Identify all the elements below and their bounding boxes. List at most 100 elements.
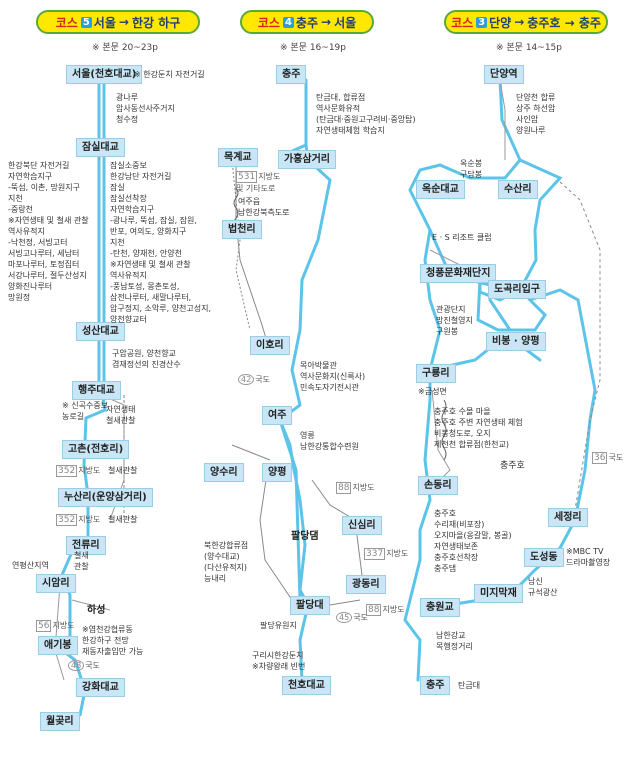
course-3-arrow: → xyxy=(514,15,525,29)
note-mbc: ※MBC TV 드라마촬영장 xyxy=(566,547,611,567)
note-tourist-complex: 관광단지 망진철영지 구원봉 xyxy=(436,305,473,336)
road-56-kind: 지방도 xyxy=(52,621,75,630)
node-sinsimri: 신심리 xyxy=(342,516,382,535)
course-4-ref: ※ 본문 16~19p xyxy=(280,43,346,53)
road-45-kind: 국도 xyxy=(353,613,368,622)
road-88-a-number: 88 xyxy=(336,482,352,494)
course-5-destination: 한강 하구 xyxy=(131,15,181,30)
node-bibong: 비봉 · 양평 xyxy=(486,332,546,351)
node-aegibong: 애기봉 xyxy=(38,636,78,655)
note-yeongneung: 영릉 남한강통합수련원 xyxy=(300,431,359,451)
note-geumseong: ※금성면 xyxy=(418,387,447,396)
course-5-number: 5 xyxy=(80,16,92,28)
note-bukhan-junction: 북한강합류점 (양수대교) (다산유적지) 능내리 xyxy=(204,541,249,583)
course-3-destination: 충주호 → 충주 xyxy=(527,15,601,30)
node-gumeongri: 구룡리 xyxy=(416,364,456,383)
note-submerged-village: 충주호 수몰 마을 충주호 주변 자연생태 체험 비봉청도로, 오지 제천천 합… xyxy=(434,407,523,449)
road-45-number: 45 xyxy=(336,612,353,623)
road-531-number: 531 xyxy=(236,171,258,183)
node-haseong: 하성 xyxy=(87,605,106,616)
lake-label: 충주호 xyxy=(500,461,525,471)
node-chungwongyo: 충원교 xyxy=(420,598,460,617)
node-gwangdong: 광동리 xyxy=(346,575,386,594)
node-seongsan: 성산대교 xyxy=(76,322,125,341)
node-doseong: 도성동 xyxy=(524,548,564,567)
road-531-kind: 지방도 xyxy=(258,172,281,181)
course-4-arrow: → xyxy=(321,15,332,29)
node-cheonho-end: 천호대교 xyxy=(282,676,331,695)
course-5-ref: ※ 본문 20~23p xyxy=(92,43,158,53)
node-wolgotri: 월곶리 xyxy=(40,712,80,731)
note-moka-museum: 목아박물관 역사문화지(신륵사) 민속도자기전시관 xyxy=(300,361,366,392)
note-hangang-bike: ※ 한강둔치 자전거길 xyxy=(134,70,205,79)
node-mijisan: 미지막재 xyxy=(474,584,523,603)
road-88-b-number: 88 xyxy=(366,604,382,616)
node-jeonryu: 전류리 xyxy=(66,536,106,555)
note-yeoju-road: 여주읍 남한강북측도로 xyxy=(238,197,290,217)
course-4-destination: 서울 xyxy=(334,15,357,30)
node-yeoju: 여주 xyxy=(262,406,293,425)
node-siamri: 시암리 xyxy=(36,574,76,593)
note-singok: ※ 신곡수중보 농로길 xyxy=(62,401,109,421)
note-bird-3: 철새 관찰 xyxy=(74,551,89,571)
node-jamsil: 잠실대교 xyxy=(76,138,125,157)
node-yangsu: 양수리 xyxy=(204,463,244,482)
note-eco-bird: 자연생태 철새관찰 xyxy=(106,405,136,425)
course-3-ref: ※ 본문 14~15p xyxy=(496,43,562,53)
node-beopcheon: 법천리 xyxy=(222,220,262,239)
road-337-kind: 지방도 xyxy=(386,549,409,558)
course-4-number: 4 xyxy=(282,16,294,28)
node-chungju-end: 충주 xyxy=(420,676,451,695)
road-352-a-kind: 지방도 xyxy=(78,466,101,475)
node-nuguri: 누산리(운양삼거리) xyxy=(58,488,153,507)
course-5-title: 코스 5 서울 → 한강 하구 xyxy=(36,10,200,34)
road-531-other: 및 기타도로 xyxy=(236,184,276,193)
note-danyangcheon: 단양천 합류 상주 하선암 사인암 양원나루 xyxy=(516,93,556,135)
road-352-a-number: 352 xyxy=(56,465,78,477)
node-sondongri: 손동리 xyxy=(418,476,458,495)
node-haengju: 행주대교 xyxy=(72,381,121,400)
road-48-kind: 국도 xyxy=(85,661,100,670)
note-estuary: ※염천강협류동 한강하구 전망 재동자출입만 가능 xyxy=(82,625,144,656)
course-5-arrow: → xyxy=(118,15,129,29)
note-oksunbong: 옥순봉 구담봉 xyxy=(460,159,483,179)
course-3-title: 코스 3 단양 → 충주호 → 충주 xyxy=(444,10,608,34)
course-3-origin: 단양 xyxy=(489,15,512,30)
node-okjeong: 옥순대교 xyxy=(416,180,465,199)
note-bird-1: 철새관찰 xyxy=(108,466,138,475)
course-5-tag: 코스 xyxy=(55,15,78,30)
note-paldang-resort: 팔당유원지 xyxy=(260,621,297,630)
note-guam-park: 구암공원, 양천향교 겸재정선의 진경산수 xyxy=(112,349,181,369)
note-yeonpyeong: 연평산지역 xyxy=(12,561,49,570)
note-north-bank: 한강북단 자전거길 자연학습지구 -뚝섬, 이촌, 망원지구 지천 -중랑천 ※… xyxy=(8,161,89,302)
node-ihori: 이호리 xyxy=(250,336,290,355)
note-bird-2: 철새관찰 xyxy=(108,515,138,524)
note-tangeumdae-end: 탄금대 xyxy=(458,681,481,690)
node-sejeongri: 세정리 xyxy=(548,508,588,527)
road-42-kind: 국도 xyxy=(255,375,270,384)
road-36-kind: 국도 xyxy=(608,453,624,462)
course-4-origin: 충주 xyxy=(295,15,318,30)
node-cheongpung: 청풍문화재단지 xyxy=(420,264,497,283)
node-susanri: 수산리 xyxy=(498,180,538,199)
course-4-tag: 코스 xyxy=(257,15,280,30)
course-3-number: 3 xyxy=(476,16,488,28)
note-namsin: 남신 규석광산 xyxy=(528,577,558,597)
road-42-number: 42 xyxy=(238,374,255,385)
node-danyang: 단양역 xyxy=(484,65,524,84)
note-guri: 구리시한강둔치 ※차량왕래 빈번 xyxy=(252,651,306,671)
road-337-number: 337 xyxy=(364,548,386,560)
road-88-b-kind: 지방도 xyxy=(382,605,405,614)
note-south-bank: 잠실소중보 한강남단 자전거길 잠실 잠실선착장 자연학습지구 -광나루, 뚝섬… xyxy=(110,161,212,324)
road-56-number: 56 xyxy=(36,620,52,632)
note-namhangang-bridge: 남한강교 목행정거리 xyxy=(436,631,473,651)
